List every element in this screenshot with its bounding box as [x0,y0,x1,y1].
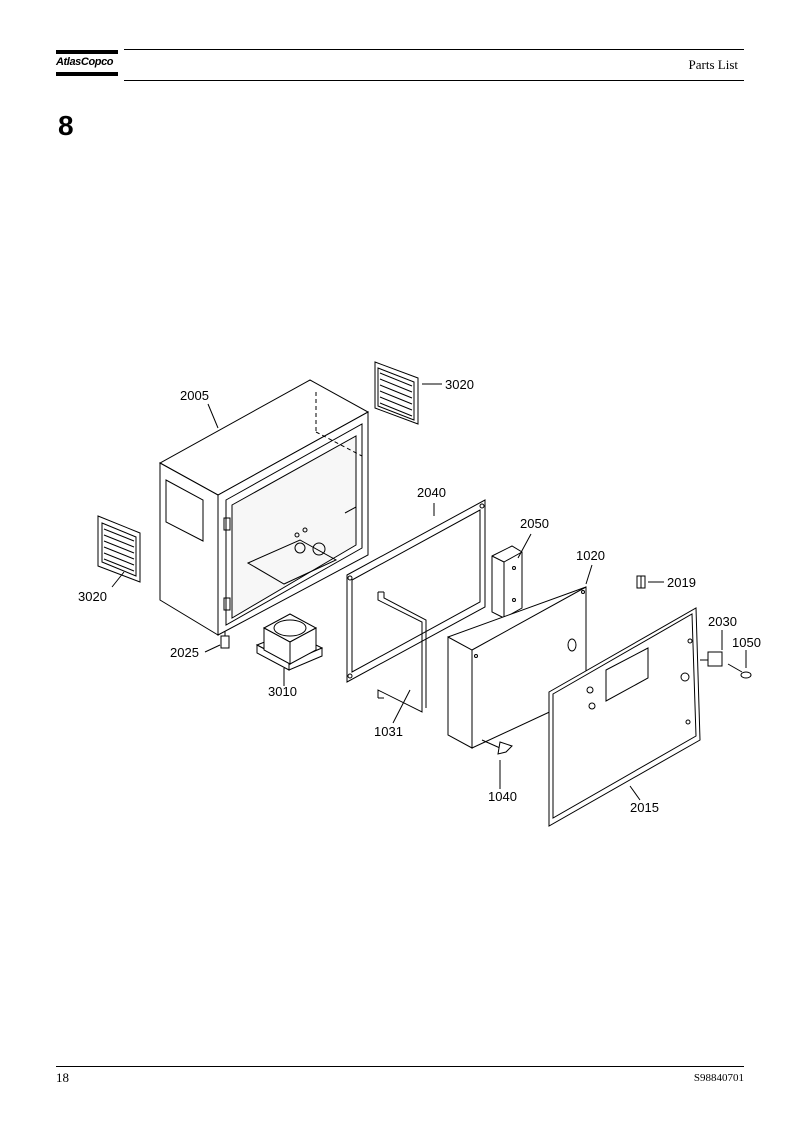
callout-3020-upper: 3020 [445,377,474,392]
part-3020-vent-left [97,515,141,583]
callout-3010: 3010 [268,684,297,699]
callout-1050: 1050 [732,635,761,650]
header-rule-top [124,49,744,50]
section-number: 8 [58,110,74,141]
part-2050-bracket [491,545,523,619]
header-title: Parts List [688,57,738,72]
part-2025-hinge [220,631,230,649]
callout-1040: 1040 [488,789,517,804]
part-2040-mounting-plate [346,499,486,683]
callout-1020: 1020 [576,548,605,563]
logo-text: AtlasCopco [56,56,114,68]
callout-2030: 2030 [708,614,737,629]
logo-bar-top [56,50,118,54]
part-1031-bracket [377,591,427,713]
part-1050-key [727,663,752,679]
atlas-copco-logo: AtlasCopco [56,50,118,76]
header-rule-bottom [124,80,744,81]
part-2030-lock [700,651,723,667]
part-3010-transformer [255,613,324,671]
document-number: S98840701 [693,1072,744,1084]
part-3020-vent-upper [374,361,419,425]
part-2005-cabinet [158,379,370,636]
callout-2050: 2050 [520,516,549,531]
part-1040-wing-screw [481,739,513,755]
callout-2040: 2040 [417,485,446,500]
callout-1031: 1031 [374,724,403,739]
callout-3020-left: 3020 [78,589,107,604]
callout-2025: 2025 [170,645,199,660]
part-2015-door [548,607,701,827]
logo-bar-bottom [56,72,118,76]
callout-2019: 2019 [667,575,696,590]
callout-2015: 2015 [630,800,659,815]
part-2019-clip [636,575,646,589]
leader-lines [111,383,747,801]
callout-2005: 2005 [180,388,209,403]
footer-rule [56,1066,744,1067]
page-number: 18 [56,1070,69,1085]
